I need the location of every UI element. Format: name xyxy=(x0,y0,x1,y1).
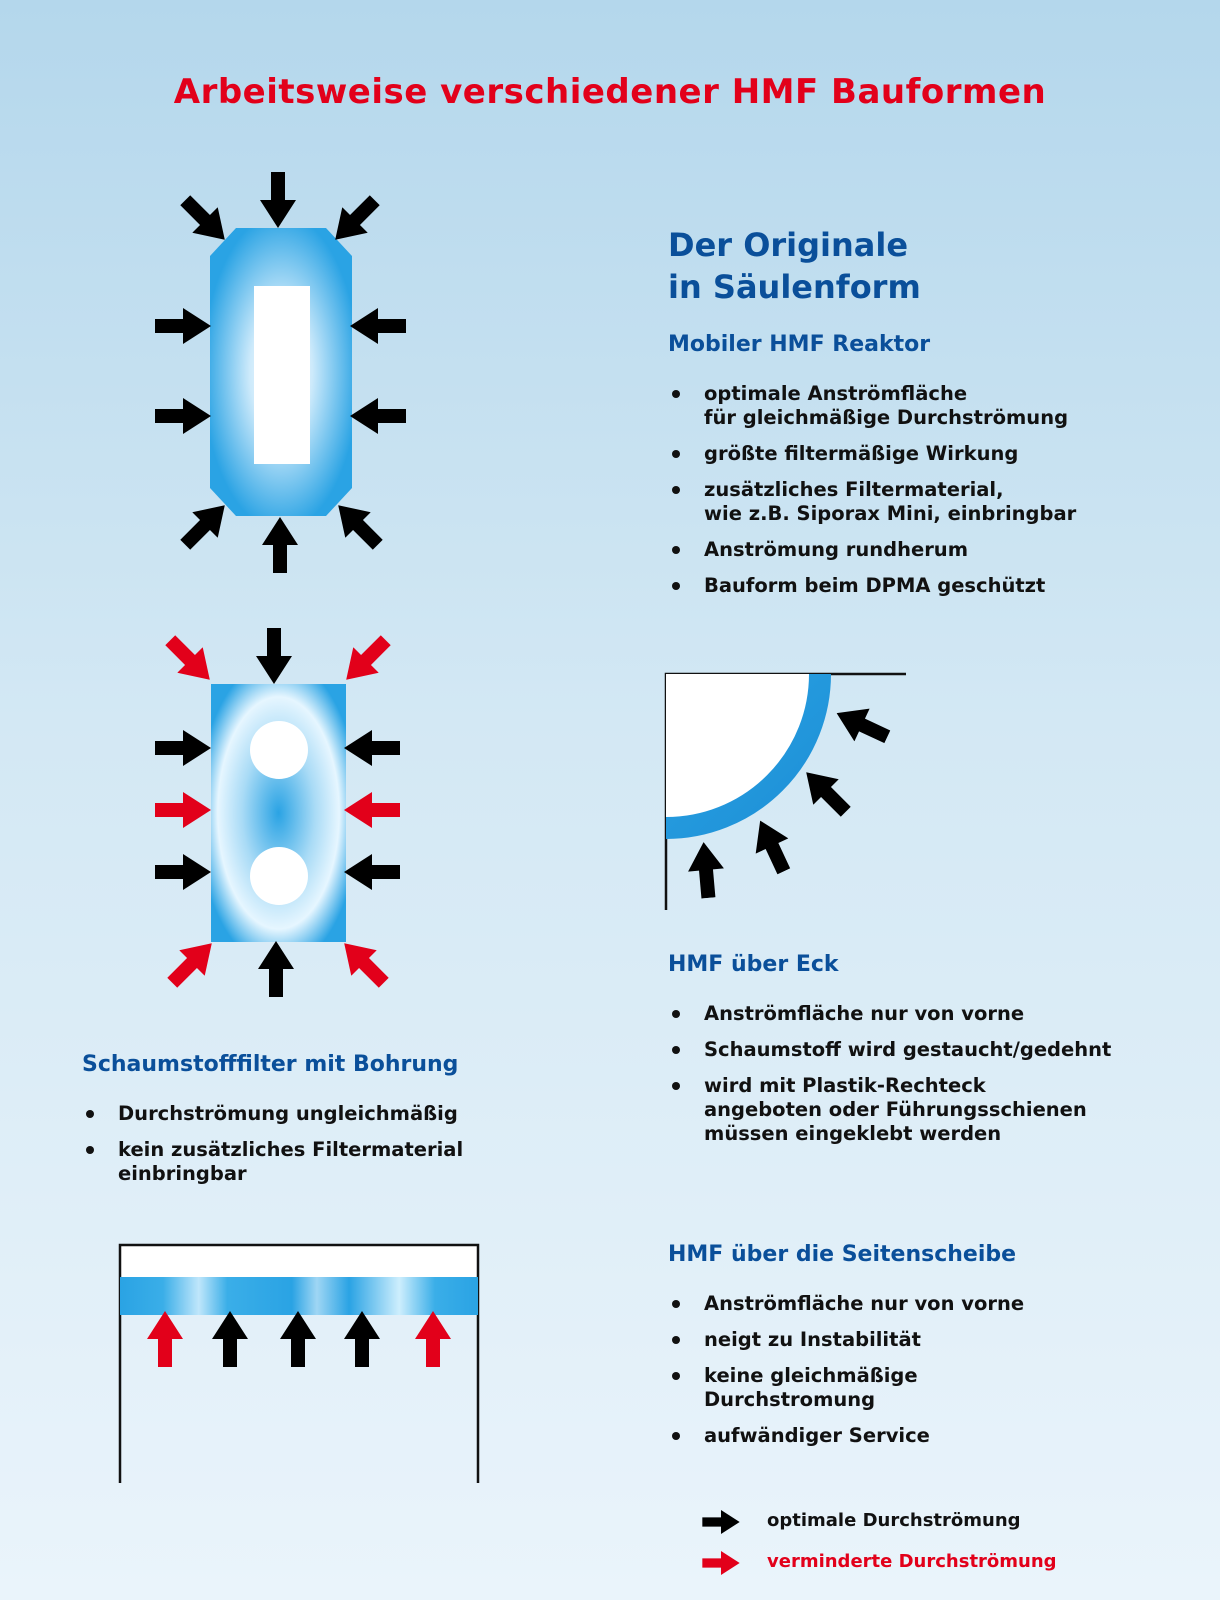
list-item: keine gleichmäßige Durchstromung xyxy=(668,1364,1024,1412)
arrow-red-topleft xyxy=(157,627,223,693)
schaumstoff-subheading: Schaumstofffilter mit Bohrung xyxy=(82,1052,459,1077)
page-title: Arbeitsweise verschiedener HMF Bauformen xyxy=(173,72,1047,112)
schaumstoff-bullet-list: Durchströmung ungleichmäßig kein zusätzl… xyxy=(82,1102,463,1198)
legend-arrow-red xyxy=(702,1551,740,1575)
arrow-red-topright xyxy=(333,627,399,693)
list-item: Schaumstoff wird gestaucht/gedehnt xyxy=(668,1038,1111,1062)
arrow-black-left-2 xyxy=(155,854,211,890)
side-pane-filter-diagram xyxy=(118,1243,480,1483)
list-item: aufwändiger Service xyxy=(668,1424,1024,1448)
saeule-subheading: Mobiler HMF Reaktor xyxy=(668,332,931,357)
saeule-heading-line2: in Säulenform xyxy=(668,268,921,306)
arrow-black-top xyxy=(256,628,292,684)
arrow-black-right-1 xyxy=(344,730,400,766)
arrow-black-left-2 xyxy=(155,398,211,434)
arrow-black-left-1 xyxy=(155,308,211,344)
legend-label-reduced: verminderte Durchströmung xyxy=(767,1551,1057,1572)
seite-bullet-list: Anströmfläche nur von vorne neigt zu Ins… xyxy=(668,1292,1024,1460)
arrow-black-up-2 xyxy=(280,1311,316,1367)
saeule-heading-line1: Der Originale xyxy=(668,226,909,264)
arrow-black-bottom xyxy=(262,517,298,573)
list-item: kein zusätzliches Filtermaterial einbrin… xyxy=(82,1138,463,1186)
seite-subheading: HMF über die Seitenscheibe xyxy=(668,1242,1017,1267)
arrow-black-corner-2 xyxy=(793,759,859,825)
eck-subheading: HMF über Eck xyxy=(668,952,839,977)
arrow-black-up-1 xyxy=(212,1311,248,1367)
list-item: Anströmfläche nur von vorne xyxy=(668,1292,1024,1316)
list-item: wird mit Plastik-Rechteck angeboten oder… xyxy=(668,1074,1111,1146)
side-pane-white-area xyxy=(120,1245,478,1277)
legend-label-optimal: optimale Durchströmung xyxy=(767,1510,1021,1531)
side-pane-glass xyxy=(118,1243,480,1483)
column-core xyxy=(254,286,310,464)
arrow-black-corner-4 xyxy=(685,840,727,900)
arrow-black-up-3 xyxy=(344,1311,380,1367)
foam-bore-bottom xyxy=(250,847,308,905)
corner-foam-arc xyxy=(665,673,831,839)
arrow-black-corner-1 xyxy=(829,696,895,754)
arrow-black-left-1 xyxy=(155,730,211,766)
arrow-black-top xyxy=(260,172,296,228)
list-item: optimale Anströmfläche für gleichmäßige … xyxy=(668,382,1076,430)
saeule-bullet-list: optimale Anströmfläche für gleichmäßige … xyxy=(668,382,1076,610)
corner-filter-diagram xyxy=(664,672,906,910)
arrow-black-corner-3 xyxy=(743,813,801,879)
eck-bullet-list: Anströmfläche nur von vorne Schaumstoff … xyxy=(668,1002,1111,1158)
list-item: neigt zu Instabilität xyxy=(668,1328,1024,1352)
arrow-black-bottom xyxy=(258,941,294,997)
list-item: größte filtermäßige Wirkung xyxy=(668,442,1076,466)
arrow-black-right-2 xyxy=(350,398,406,434)
column-filter-diagram xyxy=(155,172,406,573)
list-item: Durchströmung ungleichmäßig xyxy=(82,1102,463,1126)
foam-filter-diagram xyxy=(155,627,400,997)
legend-arrows xyxy=(702,1510,740,1575)
legend-arrow-black xyxy=(702,1510,740,1534)
list-item: Anströmung rundherum xyxy=(668,538,1076,562)
arrow-red-left xyxy=(155,792,211,828)
arrow-red-up-left xyxy=(147,1311,183,1367)
list-item: zusätzliches Filtermaterial, wie z.B. Si… xyxy=(668,478,1076,526)
arrow-black-right-2 xyxy=(344,854,400,890)
saeule-heading: Der Originale in Säulenform xyxy=(668,224,921,308)
corner-white-area xyxy=(666,674,820,828)
arrow-black-right-1 xyxy=(350,308,406,344)
arrow-red-up-right xyxy=(415,1311,451,1367)
foam-bore-top xyxy=(250,721,308,779)
list-item: Bauform beim DPMA geschützt xyxy=(668,574,1076,598)
side-pane-foam-strip xyxy=(120,1277,478,1315)
list-item: Anströmfläche nur von vorne xyxy=(668,1002,1111,1026)
arrow-red-right xyxy=(344,792,400,828)
